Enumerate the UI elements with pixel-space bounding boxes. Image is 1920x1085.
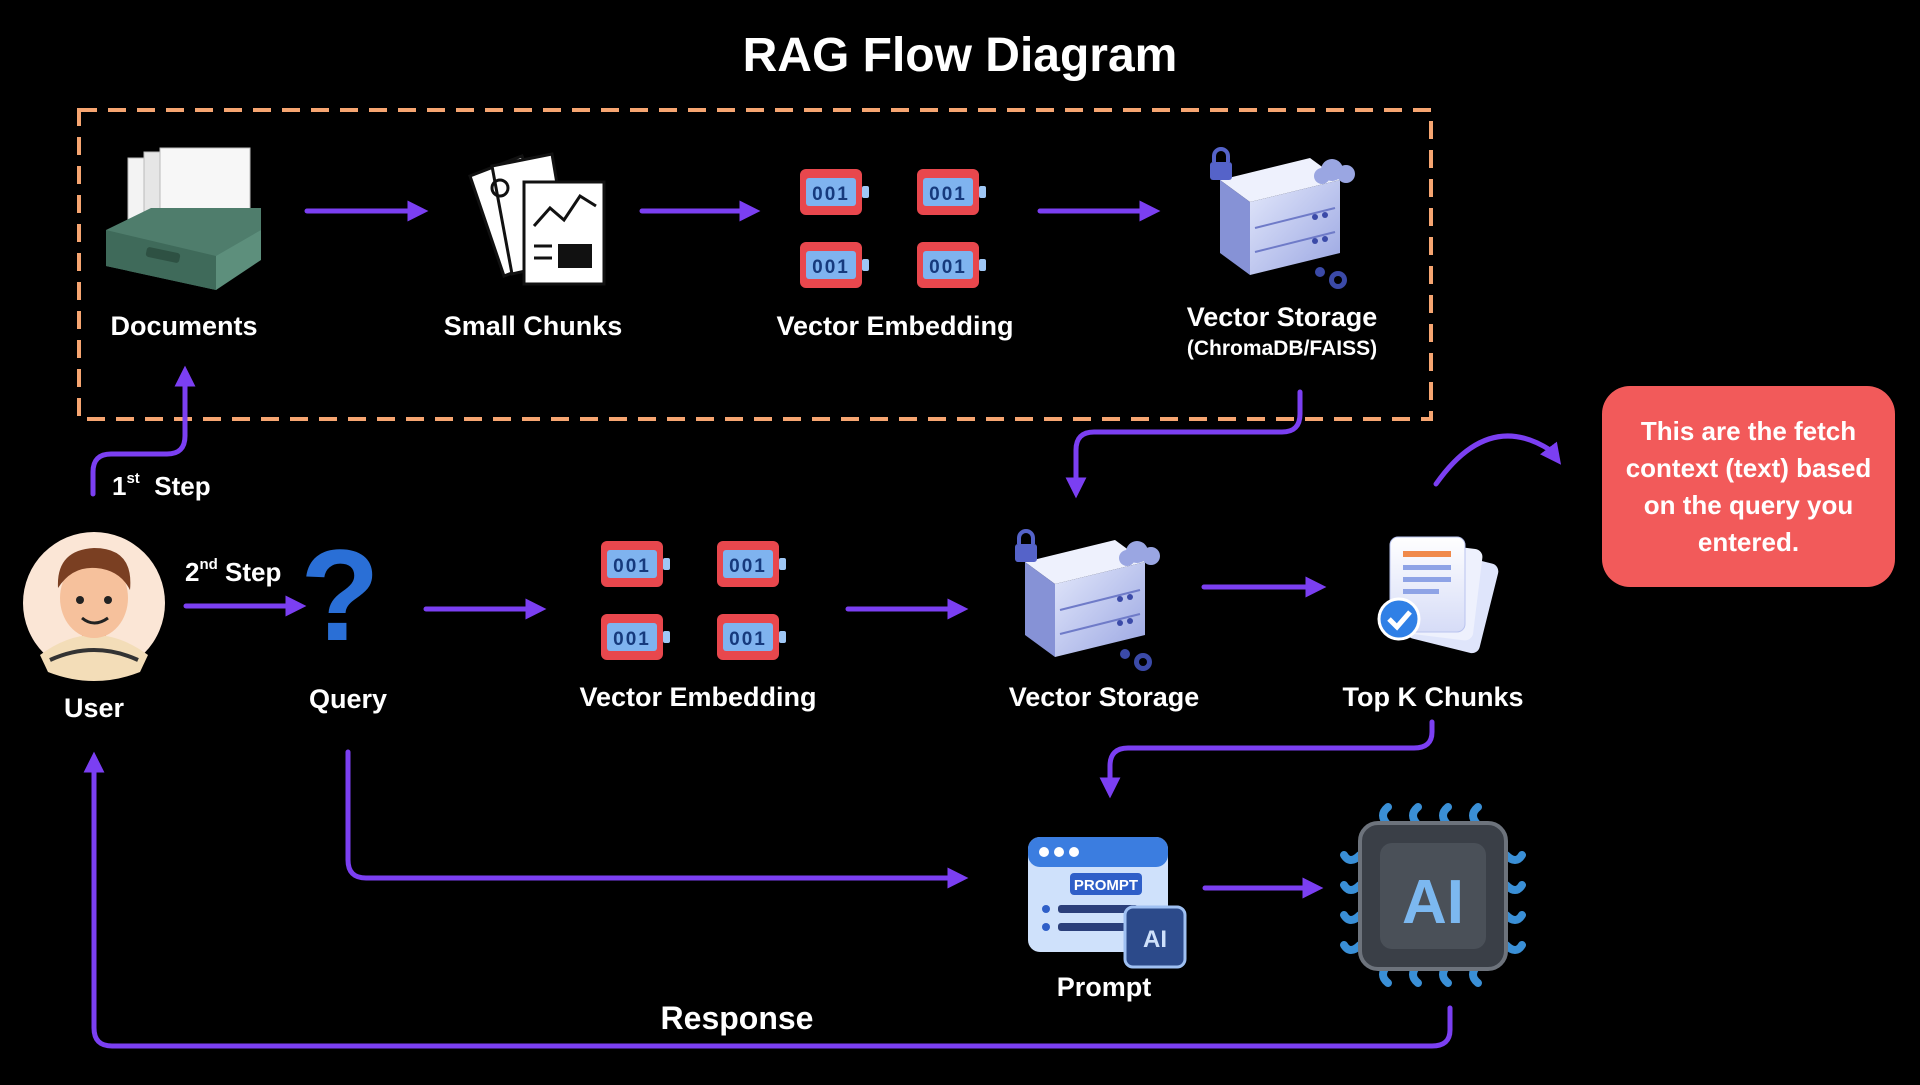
embedding-chips-icon	[601, 541, 786, 660]
arrow-topk-to-prompt	[1099, 719, 1435, 799]
vector-storage-title: Vector Storage	[1186, 302, 1378, 332]
vector-storage-label: Vector Storage	[1008, 682, 1200, 712]
server-database-icon	[1013, 529, 1162, 673]
server-database-icon	[1208, 147, 1357, 291]
arrow-user-to-documents	[90, 365, 196, 497]
second-step-label: 2nd Step	[185, 556, 281, 588]
arrow-top-storage-to-middle-storage	[1065, 389, 1303, 499]
documents-label: Documents	[110, 311, 258, 341]
user-avatar	[23, 532, 165, 681]
vector-storage-subtitle: (ChromaDB/FAISS)	[1186, 337, 1378, 360]
svg-text:AI: AI	[1402, 868, 1464, 937]
response-label: Response	[660, 1000, 814, 1036]
second-step-suffix: nd	[199, 556, 218, 573]
papers-icon	[468, 152, 606, 286]
page-title: RAG Flow Diagram	[742, 29, 1178, 82]
first-step-label: 1st Step	[112, 470, 211, 502]
document-check-icon	[1377, 536, 1499, 654]
user-label: User	[63, 693, 125, 723]
prompt-label: Prompt	[1056, 972, 1152, 1002]
flow-arrows	[83, 200, 1562, 1049]
svg-text:AI: AI	[1143, 926, 1167, 953]
context-note-callout: This are the fetch context (text) based …	[1602, 386, 1895, 587]
file-box-icon	[106, 147, 261, 290]
top-k-chunks-label: Top K Chunks	[1342, 682, 1524, 712]
second-step-word: Step	[225, 557, 282, 587]
embedding-chips-icon	[800, 169, 986, 288]
first-step-suffix: st	[126, 470, 140, 487]
indexing-dashed-box	[77, 108, 1433, 421]
small-chunks-label: Small Chunks	[443, 311, 623, 341]
second-step-number: 2	[185, 557, 200, 587]
ai-chip-icon: AI	[1340, 803, 1526, 987]
vector-embedding-label: Vector Embedding	[579, 682, 817, 712]
vector-storage-label: Vector Storage (ChromaDB/FAISS)	[1187, 302, 1378, 361]
question-mark-icon: ?	[300, 522, 379, 668]
arrow-query-to-prompt	[345, 749, 969, 889]
first-step-number: 1	[112, 471, 127, 501]
arrow-response-to-user	[83, 751, 1453, 1049]
svg-text:PROMPT: PROMPT	[1074, 877, 1138, 894]
prompt-window-icon: PROMPT AI	[1028, 837, 1187, 969]
first-step-word: Step	[154, 471, 211, 501]
vector-embedding-label: Vector Embedding	[776, 311, 1014, 341]
query-label: Query	[308, 684, 388, 714]
arrow-topk-to-note	[1433, 433, 1562, 487]
